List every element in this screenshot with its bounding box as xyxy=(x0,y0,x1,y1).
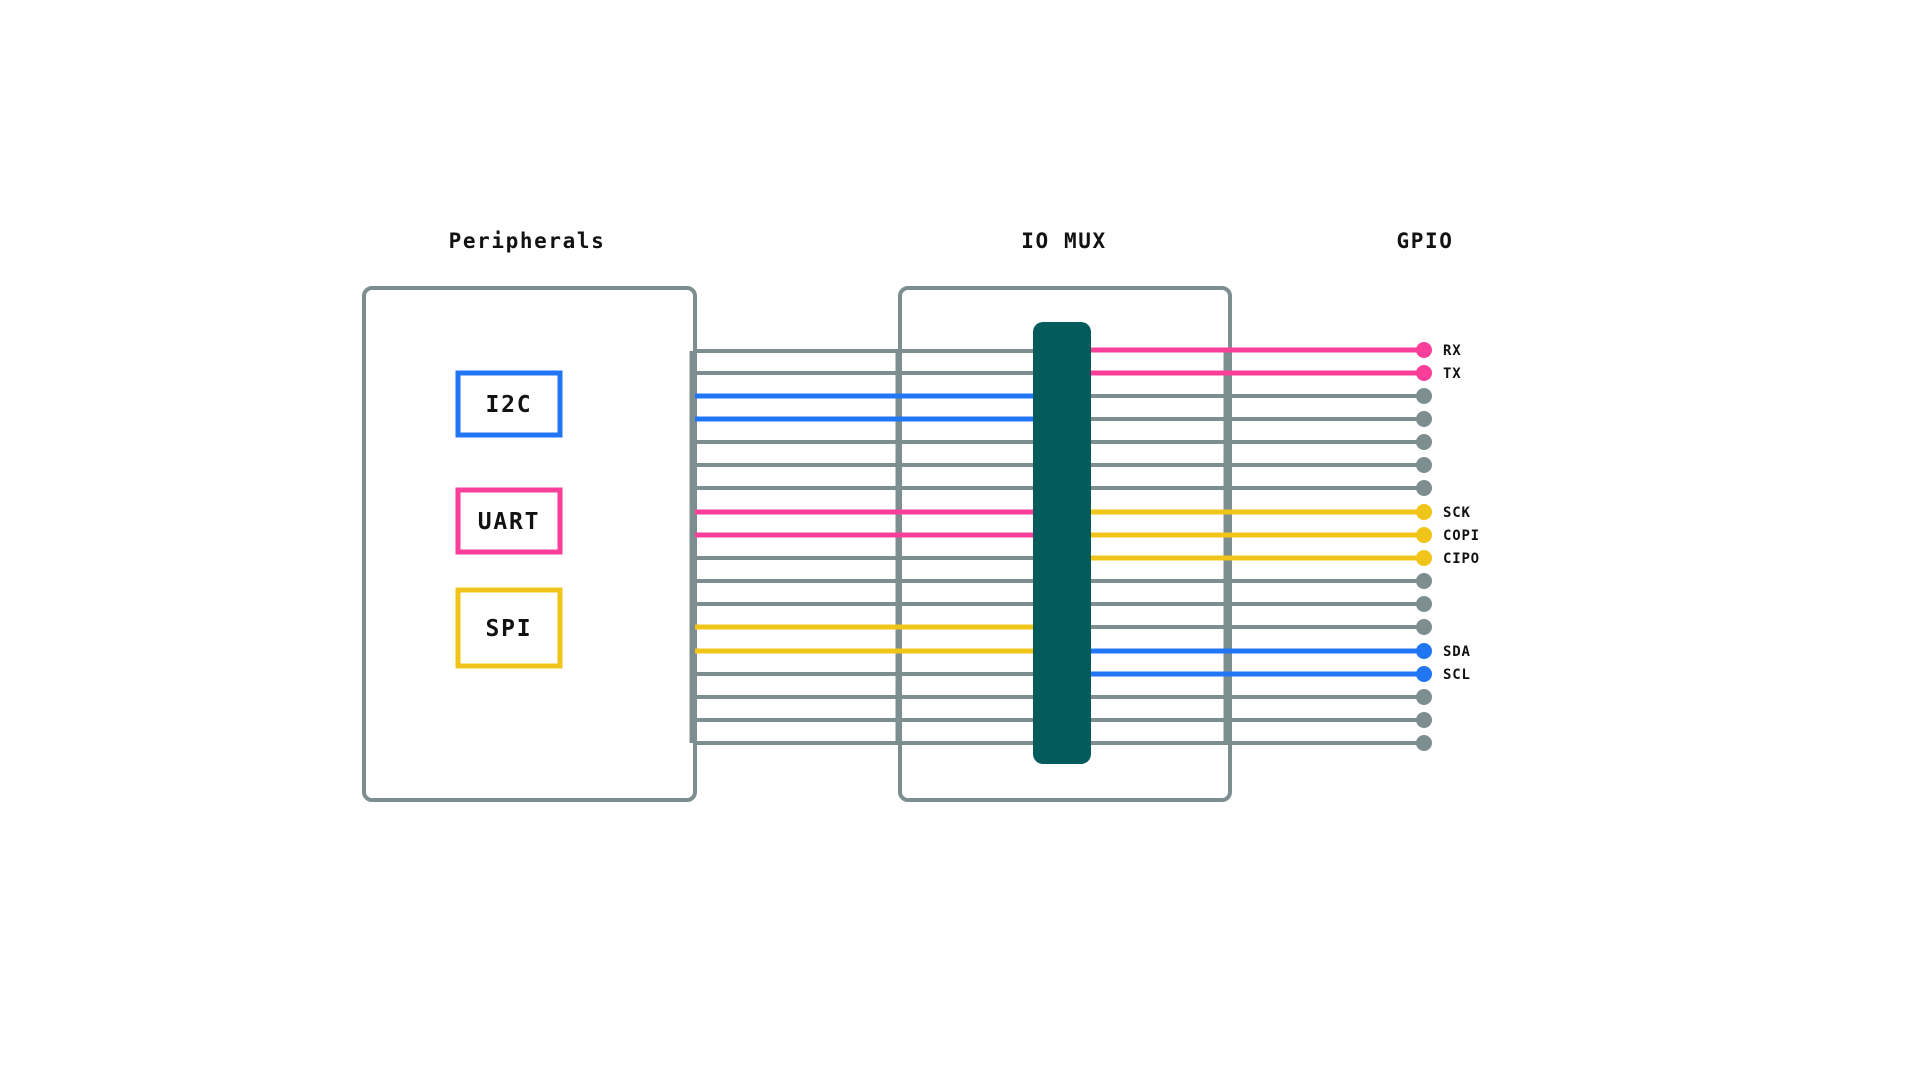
peripheral-label-spi: SPI xyxy=(486,616,533,642)
column-headers: Peripherals IO MUX GPIO xyxy=(449,229,1454,253)
column-header-gpio: GPIO xyxy=(1397,229,1454,253)
gpio-pin-unused-4[interactable] xyxy=(1416,434,1432,450)
gpio-pin-copi[interactable]: COPI xyxy=(1416,527,1480,544)
gpio-pin-tx[interactable]: TX xyxy=(1416,365,1461,382)
peripheral-block-i2c[interactable]: I2C xyxy=(455,370,563,438)
bus-rails xyxy=(689,350,1229,743)
gpio-pin-unused-15[interactable] xyxy=(1416,689,1432,705)
gpio-pin-dot-icon[interactable] xyxy=(1416,596,1432,612)
gpio-pin-dot-icon[interactable] xyxy=(1416,342,1432,358)
gpio-pin-sck[interactable]: SCK xyxy=(1416,504,1471,521)
io-mux-core-block[interactable] xyxy=(1033,322,1091,764)
peripherals-container xyxy=(362,286,697,802)
gpio-pins: RX TX SCK COPI CIPO SDA SCL xyxy=(1416,342,1480,751)
gpio-pin-dot-icon[interactable] xyxy=(1416,712,1432,728)
peripheral-box-uart-rect xyxy=(455,487,563,555)
gpio-pin-unused-16[interactable] xyxy=(1416,712,1432,728)
gpio-pin-label: SCL xyxy=(1443,667,1471,683)
gpio-pin-dot-icon[interactable] xyxy=(1416,735,1432,751)
gpio-pin-dot-icon[interactable] xyxy=(1416,573,1432,589)
gpio-pin-unused-12[interactable] xyxy=(1416,619,1432,635)
gpio-pin-rx[interactable]: RX xyxy=(1416,342,1461,359)
gpio-pin-dot-icon[interactable] xyxy=(1416,411,1432,427)
gpio-pin-dot-icon[interactable] xyxy=(1416,619,1432,635)
gpio-pin-dot-icon[interactable] xyxy=(1416,434,1432,450)
gpio-pin-label: RX xyxy=(1443,343,1461,359)
gpio-wires-inactive xyxy=(1091,394,1424,745)
gpio-pin-unused-11[interactable] xyxy=(1416,596,1432,612)
gpio-pin-dot-icon[interactable] xyxy=(1416,365,1432,381)
peripheral-label-uart: UART xyxy=(478,509,541,535)
gpio-pin-unused-5[interactable] xyxy=(1416,457,1432,473)
gpio-pin-dot-icon[interactable] xyxy=(1416,550,1432,566)
gpio-pin-unused-3[interactable] xyxy=(1416,411,1432,427)
gpio-pin-label: SDA xyxy=(1443,644,1471,660)
gpio-pin-label: TX xyxy=(1443,366,1461,382)
gpio-pin-dot-icon[interactable] xyxy=(1416,643,1432,659)
gpio-pin-sda[interactable]: SDA xyxy=(1416,643,1471,660)
gpio-pin-dot-icon[interactable] xyxy=(1416,527,1432,543)
gpio-pin-label: CIPO xyxy=(1443,551,1480,567)
gpio-pin-scl[interactable]: SCL xyxy=(1416,666,1471,683)
column-header-peripherals: Peripherals xyxy=(449,229,606,253)
gpio-pin-dot-icon[interactable] xyxy=(1416,504,1432,520)
peripheral-box-spi-rect xyxy=(455,587,563,669)
gpio-pin-unused-6[interactable] xyxy=(1416,480,1432,496)
gpio-pin-dot-icon[interactable] xyxy=(1416,480,1432,496)
peripheral-blocks: I2C UART SPI xyxy=(455,370,563,669)
peripheral-label-i2c: I2C xyxy=(486,392,533,418)
gpio-pin-unused-10[interactable] xyxy=(1416,573,1432,589)
gpio-pin-dot-icon[interactable] xyxy=(1416,666,1432,682)
mux-core[interactable] xyxy=(1033,322,1091,764)
gpio-pin-dot-icon[interactable] xyxy=(1416,689,1432,705)
gpio-pin-dot-icon[interactable] xyxy=(1416,457,1432,473)
column-header-io-mux: IO MUX xyxy=(1021,229,1106,253)
gpio-pin-cipo[interactable]: CIPO xyxy=(1416,550,1480,567)
gpio-pin-unused-17[interactable] xyxy=(1416,735,1432,751)
peripheral-block-spi[interactable]: SPI xyxy=(455,587,563,669)
gpio-pin-label: COPI xyxy=(1443,528,1480,544)
peripheral-box-i2c-rect xyxy=(455,370,563,438)
bus-wires-inactive xyxy=(695,349,1033,745)
gpio-pin-label: SCK xyxy=(1443,505,1471,521)
gpio-wires-active xyxy=(1091,347,1424,677)
peripheral-block-uart[interactable]: UART xyxy=(455,487,563,555)
gpio-pin-unused-2[interactable] xyxy=(1416,388,1432,404)
gpio-pin-dot-icon[interactable] xyxy=(1416,388,1432,404)
bus-wires-active xyxy=(695,393,1033,654)
